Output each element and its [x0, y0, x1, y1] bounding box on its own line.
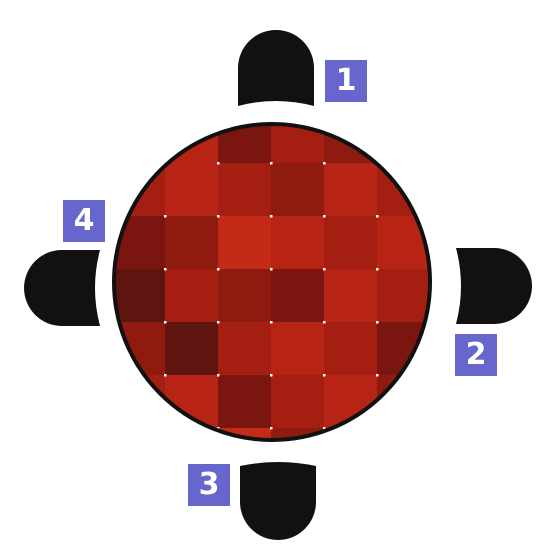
chair-3[interactable]	[240, 462, 316, 540]
tablecloth-grid-dot	[164, 427, 167, 430]
tablecloth-grid-dot	[376, 215, 379, 218]
tablecloth-grid-dot	[429, 321, 430, 324]
tablecloth-check	[324, 163, 378, 217]
tablecloth-check	[324, 481, 378, 535]
tablecloth-check	[112, 481, 166, 535]
tablecloth-grid-dot	[376, 427, 379, 430]
tablecloth-grid-dot	[164, 321, 167, 324]
tablecloth-grid-dot	[217, 162, 220, 165]
tablecloth-grid-dot	[323, 427, 326, 430]
tablecloth-grid-dot	[429, 215, 430, 218]
chair-1[interactable]	[238, 30, 314, 106]
seat-2-label: 2	[455, 334, 497, 376]
tablecloth-grid-dot	[323, 374, 326, 377]
tablecloth-check	[165, 322, 219, 376]
tablecloth-grid-dot	[270, 427, 273, 430]
tablecloth-check	[324, 428, 378, 440]
tablecloth-grid-dot	[217, 215, 220, 218]
tablecloth-check	[218, 124, 272, 164]
tablecloth-grid-dot	[323, 268, 326, 271]
tablecloth-check	[218, 269, 272, 323]
tablecloth-grid-dot	[429, 427, 430, 430]
seat-1-label: 1	[325, 60, 367, 102]
tablecloth-grid-dot	[217, 268, 220, 271]
tablecloth-check	[165, 163, 219, 217]
tablecloth-grid-dot	[217, 321, 220, 324]
tablecloth-grid-dot	[217, 374, 220, 377]
seat-3-label: 3	[188, 464, 230, 506]
tablecloth-grid-dot	[270, 321, 273, 324]
tablecloth-check	[165, 269, 219, 323]
tablecloth-check	[483, 428, 537, 482]
tablecloth-grid-dot	[270, 268, 273, 271]
tablecloth-grid-dot	[164, 480, 167, 483]
tablecloth-grid-dot	[376, 268, 379, 271]
tablecloth-check	[271, 216, 325, 270]
tablecloth-check	[430, 163, 484, 217]
tablecloth-check	[324, 269, 378, 323]
chair-4[interactable]	[24, 250, 100, 326]
tablecloth-check	[377, 124, 430, 164]
tablecloth-check	[483, 375, 537, 429]
tablecloth-check	[114, 269, 166, 323]
tablecloth-grid-dot	[376, 480, 379, 483]
tablecloth-check	[377, 428, 430, 440]
tablecloth-check	[377, 481, 431, 535]
tablecloth-grid-dot	[376, 321, 379, 324]
tablecloth-check	[324, 216, 378, 270]
tablecloth-grid-dot	[164, 268, 167, 271]
tablecloth-grid-dot	[376, 374, 379, 377]
tablecloth-grid-dot	[482, 480, 485, 483]
tablecloth-grid-dot	[482, 215, 485, 218]
tablecloth-grid-dot	[429, 480, 432, 483]
tablecloth-check	[377, 269, 430, 323]
table-edge[interactable]	[112, 122, 432, 442]
tablecloth-check	[324, 322, 378, 376]
tablecloth-check	[271, 269, 325, 323]
tablecloth-grid-dot	[323, 215, 326, 218]
tablecloth-grid-dot	[323, 480, 326, 483]
tablecloth-check	[165, 216, 219, 270]
tablecloth-check	[271, 163, 325, 217]
tablecloth-check	[483, 163, 537, 217]
tablecloth-check	[430, 110, 484, 164]
tablecloth-grid-dot	[323, 162, 326, 165]
tablecloth-grid-dot	[270, 162, 273, 165]
tablecloth-grid-dot	[429, 374, 430, 377]
tablecloth-check	[114, 428, 166, 440]
tablecloth-check	[271, 375, 325, 429]
tablecloth-check	[430, 375, 484, 429]
chair-2[interactable]	[456, 248, 532, 324]
tablecloth-grid-dot	[164, 374, 167, 377]
tablecloth-grid-dot	[217, 427, 220, 430]
tablecloth-check	[271, 124, 325, 164]
tablecloth-grid-dot	[482, 162, 485, 165]
tablecloth-check	[483, 110, 537, 164]
tablecloth-grid-dot	[164, 215, 167, 218]
tablecloth-check	[430, 428, 484, 482]
tablecloth-check	[218, 163, 272, 217]
tablecloth-check	[377, 216, 430, 270]
tablecloth-check	[218, 216, 272, 270]
tablecloth-check	[218, 375, 272, 429]
tablecloth-check	[483, 481, 537, 535]
tablecloth-grid-dot	[270, 215, 273, 218]
tablecloth-check	[165, 375, 219, 429]
tablecloth-check	[218, 322, 272, 376]
tablecloth-grid-dot	[270, 374, 273, 377]
tablecloth-check	[114, 124, 166, 164]
tablecloth-check	[377, 375, 430, 429]
tablecloth-check	[430, 481, 484, 535]
tablecloth-check	[114, 375, 166, 429]
seat-4-label: 4	[63, 200, 105, 242]
tablecloth-check	[271, 322, 325, 376]
tablecloth-grid-dot	[429, 162, 430, 165]
tablecloth-grid-dot	[323, 321, 326, 324]
tablecloth-grid-dot	[482, 427, 485, 430]
